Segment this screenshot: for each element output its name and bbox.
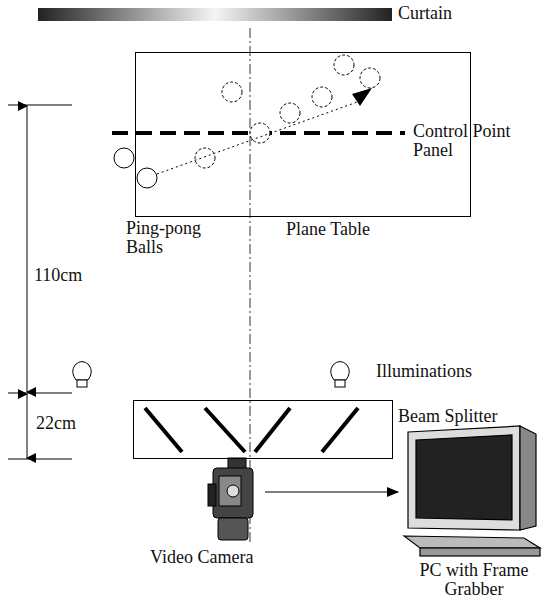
panel-label: Control Point Panel — [413, 122, 543, 160]
dimension-label: 110cm — [34, 266, 104, 285]
video-camera: Video Camera — [150, 458, 265, 570]
node-label: Plane Table — [286, 220, 406, 239]
balls-label: Ping-pong Balls — [126, 219, 221, 257]
pc: PC with Frame Grabber — [398, 420, 543, 600]
illumination-bulbs — [73, 362, 350, 388]
optical-axis — [250, 28, 251, 545]
mirrors — [145, 408, 358, 452]
node-label: Beam Splitter — [398, 407, 528, 426]
video-camera — [208, 458, 253, 540]
node-label: PC with Frame Grabber — [406, 561, 542, 599]
curtain-label: Curtain — [398, 4, 518, 23]
trajectory-head — [352, 88, 372, 106]
signal-arrow — [265, 491, 398, 492]
ping-pong-balls — [114, 55, 380, 188]
dimension-label: 22cm — [36, 414, 96, 433]
pc-monitor — [404, 426, 540, 556]
trajectory — [157, 101, 360, 174]
illumination-label: Illuminations — [376, 362, 526, 381]
curtain-bar — [38, 8, 392, 21]
node-label: Video Camera — [150, 548, 280, 567]
beam-splitter: Beam Splitter — [133, 400, 393, 459]
